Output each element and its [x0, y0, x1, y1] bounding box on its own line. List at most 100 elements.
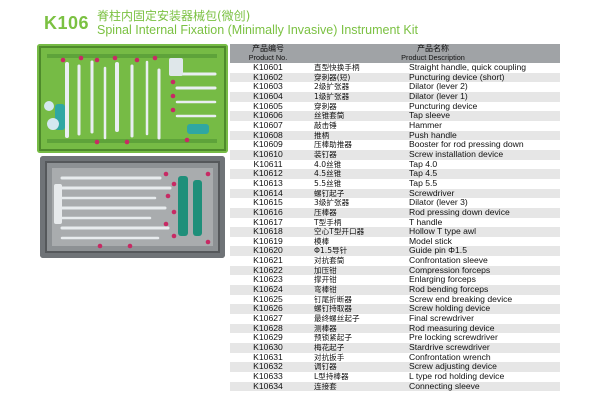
- product-description-cell: Guide pin Φ1.5: [409, 246, 467, 256]
- product-table: 产品编号 Product No. 产品名称 Product Descriptio…: [230, 44, 560, 392]
- instrument-tray-photo-gray: [40, 156, 225, 258]
- product-no-cell: K10604: [253, 90, 283, 101]
- product-no-cell: K10628: [253, 322, 283, 333]
- product-description-cell: Puncturing device (short): [409, 72, 505, 82]
- product-no-cell: K10605: [253, 100, 283, 111]
- kit-title-english: Spinal Internal Fixation (Minimally Inva…: [97, 23, 418, 37]
- product-name-cn-cell: 加压钳: [314, 265, 337, 275]
- product-name-cn-cell: 预锁紧起子: [314, 333, 352, 343]
- product-name-cn-cell: 5.5丝锥: [314, 178, 342, 188]
- product-name-cn-cell: 螺钉起子: [314, 188, 345, 198]
- product-description-cell: T handle: [409, 217, 443, 227]
- product-description-cell: Screw adjusting device: [409, 362, 497, 372]
- product-description-cell: Enlarging forceps: [409, 275, 476, 285]
- product-no-cell: K10615: [253, 197, 283, 208]
- product-no-cell: K10611: [253, 158, 283, 169]
- product-no-cell: K10614: [253, 187, 283, 198]
- product-name-cn-cell: 连接套: [314, 381, 337, 391]
- product-no-cell: K10616: [253, 206, 283, 217]
- column-header-product-no-en: Product No.: [248, 52, 288, 62]
- product-name-cn-cell: 空心T型开口器: [314, 227, 365, 237]
- kit-title-chinese: 脊柱内固定安装器械包(微创): [97, 9, 251, 23]
- product-description-cell: Confrontation wrench: [409, 352, 491, 362]
- product-no-cell: K10622: [253, 264, 283, 275]
- table-row: K10614 螺钉起子 Screwdriver: [230, 187, 560, 199]
- product-description-cell: Tap 5.5: [409, 178, 438, 188]
- product-description-cell: Pre locking screwdriver: [409, 333, 498, 343]
- product-description-cell: Tap sleeve: [409, 111, 451, 121]
- column-header-description-en: Product Description: [401, 52, 465, 62]
- product-name-cn-cell: 丝锥套筒: [314, 111, 345, 121]
- product-description-cell: Compression forceps: [409, 265, 491, 275]
- product-name-cn-cell: 钉尾折断器: [314, 294, 352, 304]
- product-no-cell: K10633: [253, 371, 283, 381]
- product-no-cell: K10612: [253, 168, 283, 179]
- product-no-cell: K10634: [253, 380, 283, 391]
- column-header-product-no-cn: 产品编号: [252, 44, 284, 53]
- product-description-cell: Final screwdriver: [409, 314, 474, 324]
- product-no-cell: K10625: [253, 293, 283, 304]
- product-description-cell: Puncturing device: [409, 101, 478, 111]
- product-name-cn-cell: 模棒: [314, 236, 330, 246]
- product-name-cn-cell: Φ1.5导针: [314, 246, 348, 256]
- product-name-cn-cell: 4.0丝锥: [314, 159, 342, 169]
- product-description-cell: Screwdriver: [409, 188, 455, 198]
- product-name-cn-cell: 穿刺器(短): [314, 72, 351, 82]
- product-description-cell: Confrontation sleeve: [409, 256, 488, 266]
- product-description-cell: Rod measuring device: [409, 323, 495, 333]
- column-header-product-description: 产品名称 Product Description: [306, 44, 560, 63]
- product-description-cell: Booster for rod pressing down: [409, 140, 524, 150]
- product-no-cell: K10621: [253, 255, 283, 266]
- product-no-cell: K10623: [253, 274, 283, 285]
- product-no-cell: K10601: [253, 62, 283, 72]
- product-description-cell: Hollow T type awl: [409, 227, 477, 237]
- product-no-cell: K10630: [253, 342, 283, 353]
- column-header-product-no: 产品编号 Product No.: [230, 44, 306, 63]
- kit-code: K106: [44, 13, 90, 33]
- product-no-cell: K10629: [253, 332, 283, 343]
- product-description-cell: Rod pressing down device: [409, 207, 510, 217]
- product-description-cell: Dilator (lever 1): [409, 91, 468, 101]
- table-header: 产品编号 Product No. 产品名称 Product Descriptio…: [230, 44, 560, 63]
- product-name-cn-cell: 2级扩张器: [314, 82, 350, 92]
- product-no-cell: K10626: [253, 303, 283, 314]
- product-description-cell: Push handle: [409, 130, 457, 140]
- table-row: K10621 对抗套筒 Confrontation sleeve: [230, 255, 560, 266]
- table-row: K10601 直型快换手柄 Straight handle, quick coupl…: [230, 62, 560, 73]
- product-description-cell: Screw holding device: [409, 304, 491, 314]
- green-tray-illustration: [37, 44, 228, 153]
- product-name-cn-cell: L型持棒器: [314, 372, 349, 381]
- product-name-cn-cell: 直型快换手柄: [314, 63, 360, 72]
- product-no-cell: K10610: [253, 148, 283, 159]
- product-description-cell: Straight handle, quick coupling: [409, 63, 527, 72]
- product-no-cell: K10620: [253, 245, 283, 256]
- product-name-cn-cell: 对抗套筒: [314, 256, 345, 266]
- product-name-cn-cell: 撑开钳: [314, 275, 337, 285]
- product-description-cell: Hammer: [409, 120, 442, 130]
- product-description-cell: L type rod holding device: [409, 372, 505, 381]
- product-name-cn-cell: 梅花起子: [314, 343, 345, 353]
- product-no-cell: K10609: [253, 139, 283, 150]
- table-row: K10629 预锁紧起子 Pre locking screwdriver: [230, 332, 560, 344]
- product-name-cn-cell: 调钉器: [314, 362, 337, 372]
- table-row: K10623 撑开钳 Enlarging forceps: [230, 274, 560, 286]
- table-body: K10601 直型快换手柄 Straight handle, quick coupl…: [230, 62, 560, 392]
- product-description-cell: Screw end breaking device: [409, 294, 513, 304]
- product-no-cell: K10619: [253, 235, 283, 246]
